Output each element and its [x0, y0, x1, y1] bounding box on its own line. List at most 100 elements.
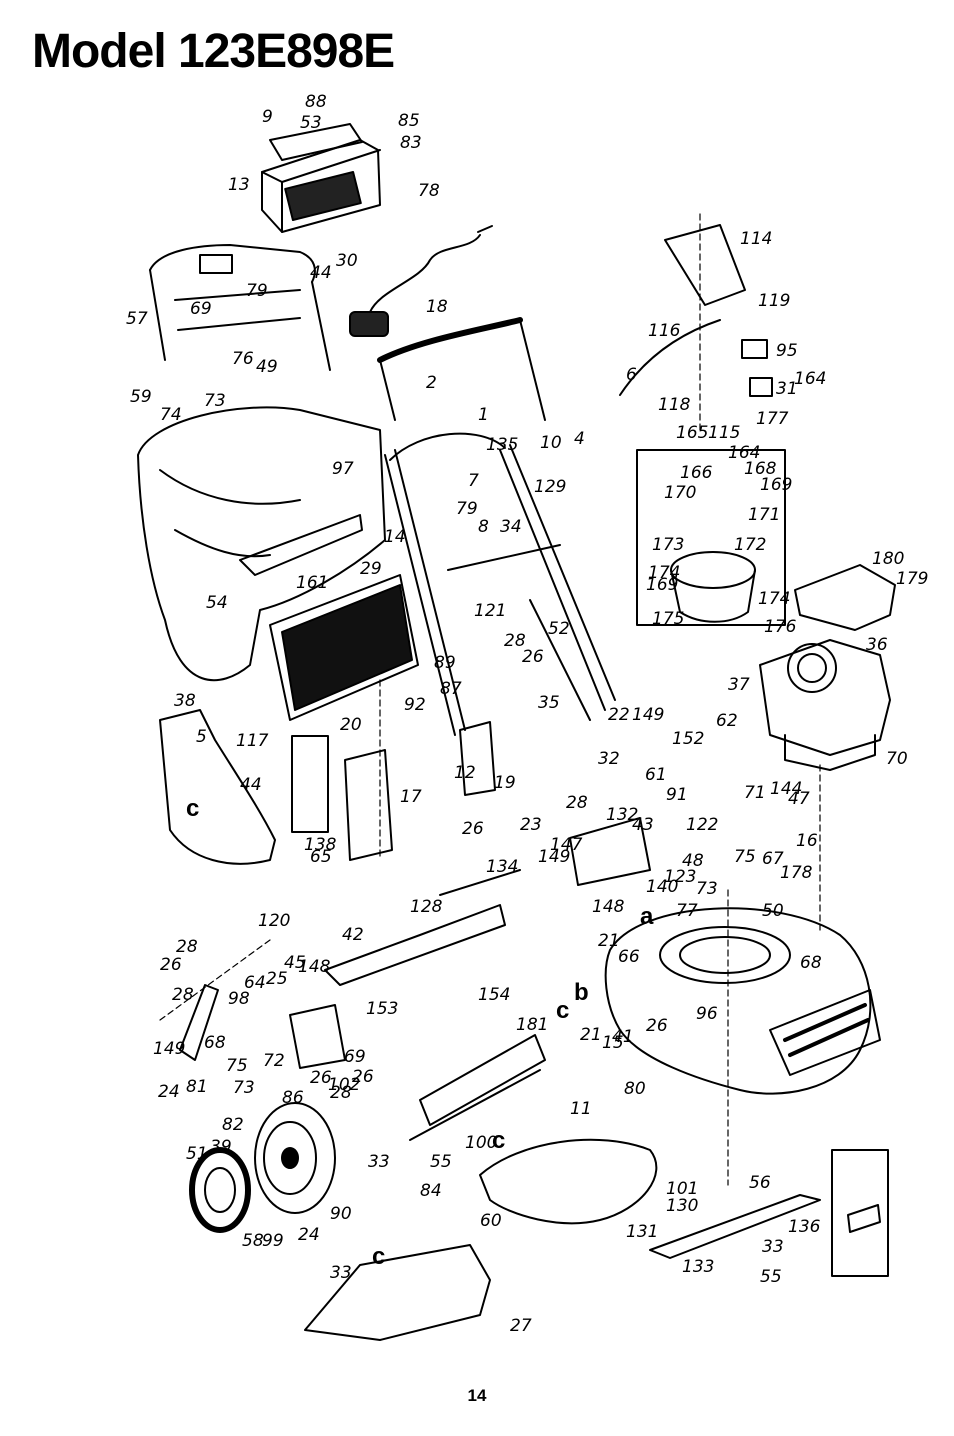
part-callout-172: 172	[734, 535, 766, 555]
blade-drawing	[649, 1194, 821, 1259]
part-callout-123: 123	[664, 867, 696, 887]
part-callout-19: 19	[494, 773, 516, 793]
part-callout-176: 176	[764, 617, 797, 637]
part-callout-130: 130	[666, 1196, 698, 1216]
part-callout-173: 173	[652, 535, 684, 555]
part-callout-169: 169	[760, 475, 792, 495]
part-callout-54: 54	[206, 593, 228, 613]
letter-key-c: c	[372, 1243, 385, 1270]
blade-adapter-inset-drawing	[831, 1149, 889, 1277]
part-callout-36: 36	[866, 635, 888, 655]
part-callout-68: 68	[800, 953, 822, 973]
part-callout-26: 26	[646, 1016, 668, 1036]
part-callout-121: 121	[474, 601, 506, 621]
part-callout-51: 51	[186, 1144, 208, 1164]
part-callout-134: 134	[486, 857, 518, 877]
part-callout-8: 8	[478, 517, 489, 537]
part-callout-29: 29	[360, 559, 382, 579]
letter-key-c: c	[492, 1127, 505, 1154]
hubcap-drawing	[189, 1147, 251, 1233]
part-callout-180: 180	[872, 549, 904, 569]
part-callout-64: 64	[244, 973, 266, 993]
axle-plate-drawing	[569, 817, 651, 886]
part-callout-88: 88	[305, 92, 327, 112]
part-callout-76: 76	[232, 349, 254, 369]
part-callout-26: 26	[160, 955, 182, 975]
part-callout-154: 154	[478, 985, 510, 1005]
part-callout-79: 79	[456, 499, 478, 519]
battery-charger-drawing	[349, 225, 493, 337]
part-callout-67: 67	[762, 849, 784, 869]
part-callout-144: 144	[770, 779, 802, 799]
part-callout-101: 101	[666, 1179, 698, 1199]
part-callout-164: 164	[794, 369, 826, 389]
part-callout-59: 59	[130, 387, 152, 407]
part-callout-55: 55	[430, 1152, 452, 1172]
part-callout-27: 27	[510, 1316, 532, 1336]
part-callout-75: 75	[226, 1056, 248, 1076]
part-callout-92: 92	[404, 695, 426, 715]
letter-key-b: b	[574, 979, 589, 1006]
part-callout-164: 164	[728, 443, 760, 463]
part-callout-135: 135	[486, 435, 518, 455]
wheel-drawing	[254, 1102, 336, 1214]
part-callout-166: 166	[680, 463, 713, 483]
part-callout-148: 148	[592, 897, 625, 917]
part-callout-80: 80	[624, 1079, 646, 1099]
part-callout-85: 85	[398, 111, 420, 131]
part-callout-71: 71	[744, 783, 766, 803]
part-callout-133: 133	[682, 1257, 714, 1277]
part-callout-95: 95	[776, 341, 798, 361]
part-callout-34: 34	[500, 517, 522, 537]
part-callout-61: 61	[645, 765, 667, 785]
part-callout-83: 83	[400, 133, 422, 153]
part-callout-149: 149	[632, 705, 664, 725]
part-callout-11: 11	[570, 1099, 592, 1119]
height-adjust-bracket-drawing	[291, 721, 496, 861]
part-callout-44: 44	[240, 775, 262, 795]
part-callout-177: 177	[756, 409, 789, 429]
part-callout-42: 42	[342, 925, 364, 945]
part-callout-165: 165	[676, 423, 708, 443]
part-callout-174: 174	[758, 589, 790, 609]
letter-key-c: c	[186, 795, 199, 822]
part-callout-24: 24	[298, 1225, 320, 1245]
part-callout-28: 28	[504, 631, 526, 651]
part-callout-138: 138	[304, 835, 337, 855]
part-callout-77: 77	[676, 901, 698, 921]
mulch-kit-inset-drawing	[636, 449, 786, 626]
height-adjuster-drawing	[289, 869, 521, 1069]
part-callout-178: 178	[780, 863, 813, 883]
lower-handle-drawing	[384, 432, 616, 736]
part-callout-66: 66	[618, 947, 640, 967]
part-callout-26: 26	[522, 647, 544, 667]
part-callout-79: 79	[246, 281, 268, 301]
front-axle-bracket-drawing	[179, 984, 219, 1061]
part-callout-120: 120	[258, 911, 290, 931]
part-callout-6: 6	[626, 365, 637, 385]
part-callout-118: 118	[658, 395, 691, 415]
mower-deck-drawing	[604, 907, 881, 1095]
part-callout-26: 26	[310, 1068, 332, 1088]
part-callout-97: 97	[332, 459, 354, 479]
engine-shroud-drawing	[794, 564, 896, 631]
part-callout-69: 69	[190, 299, 212, 319]
part-callout-2: 2	[426, 373, 437, 393]
part-callout-73: 73	[696, 879, 718, 899]
part-callout-44: 44	[310, 263, 332, 283]
part-callout-136: 136	[788, 1217, 821, 1237]
part-callout-74: 74	[160, 405, 182, 425]
part-callout-38: 38	[174, 691, 196, 711]
part-callout-26: 26	[462, 819, 484, 839]
assembly-lines	[159, 209, 821, 1186]
part-callout-48: 48	[682, 851, 704, 871]
bag-frame-drawing	[239, 514, 419, 721]
part-callout-50: 50	[762, 901, 784, 921]
part-callout-175: 175	[652, 609, 684, 629]
part-callout-13: 13	[228, 175, 250, 195]
letter-key-a: a	[640, 903, 654, 930]
part-callout-117: 117	[236, 731, 269, 751]
part-callout-169: 169	[646, 575, 678, 595]
